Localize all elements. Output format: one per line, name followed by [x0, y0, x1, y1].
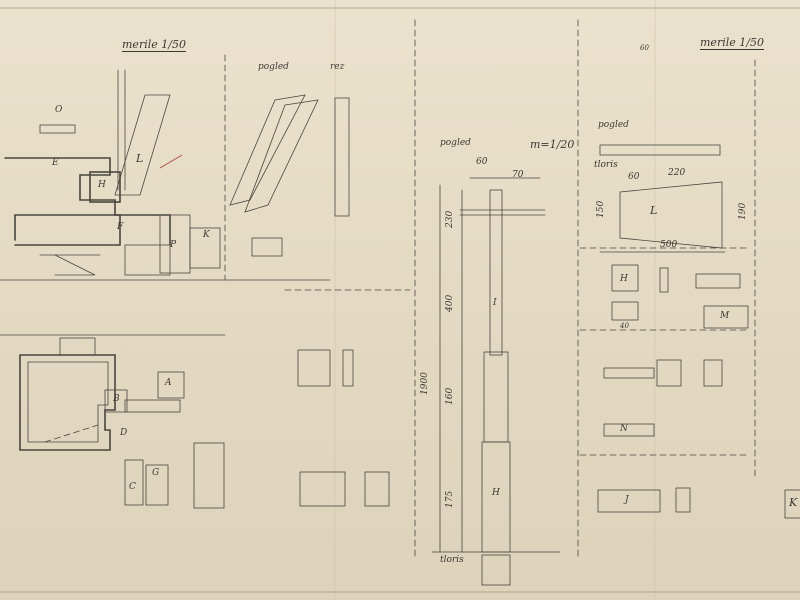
plan-a	[157, 371, 185, 399]
middle-column-drawing	[431, 177, 561, 586]
tloris-box	[251, 237, 283, 257]
box-c	[124, 244, 171, 276]
column-shaft	[489, 189, 503, 356]
red-mark	[159, 154, 183, 169]
column-footing	[481, 554, 511, 586]
plan-h	[124, 399, 181, 413]
right-label-tloris: tloris	[594, 160, 618, 170]
part-f-side	[364, 471, 390, 507]
left-label-pogled: pogled	[258, 62, 289, 72]
plan-step	[59, 337, 96, 356]
left-pogled-view	[229, 94, 350, 257]
right-letter-l: L	[650, 204, 658, 217]
middle-dim-175: 175	[445, 490, 455, 508]
middle-scale-note: m=1/20	[530, 138, 575, 151]
title-box	[784, 489, 800, 519]
middle-label-pogled: pogled	[440, 138, 471, 148]
middle-letter-i: I	[493, 298, 497, 308]
left-lower-plan	[19, 337, 225, 509]
detail-h-side	[659, 267, 669, 293]
detail-m	[703, 305, 749, 329]
detail-h	[611, 264, 639, 292]
part-letter-b: B	[113, 394, 120, 404]
right-letter-k: K	[789, 496, 798, 509]
part-letter-l: L	[136, 152, 144, 165]
right-letter-h: H	[620, 274, 628, 284]
slanted-view-1	[229, 94, 306, 206]
right-scale-note: merile 1/50	[700, 36, 764, 50]
box-b	[189, 227, 221, 269]
stair-a	[54, 254, 96, 276]
plan-diagonal	[44, 424, 99, 443]
centre-left-parts	[297, 349, 390, 507]
column-middle	[483, 351, 509, 443]
right-dim-60b: 60	[640, 44, 649, 52]
middle-dim-160: 160	[445, 387, 455, 405]
assembly-base	[14, 214, 121, 246]
middle-label-tloris: tloris	[440, 555, 464, 565]
right-dim-150: 150	[596, 200, 606, 218]
part-letter-d: D	[120, 428, 128, 438]
slanted-view-2	[244, 99, 319, 213]
part-k	[297, 349, 331, 387]
middle-dim-400: 400	[445, 294, 455, 312]
part-letter-h: H	[98, 180, 106, 190]
plan-g	[145, 464, 169, 506]
right-letter-j: J	[625, 495, 629, 505]
detail-j2	[597, 489, 661, 513]
plan-c	[124, 459, 144, 506]
part-letter-f: F	[117, 222, 124, 232]
right-dim-500: 500	[660, 240, 678, 250]
detail-n	[611, 301, 639, 321]
left-label-rez: rez	[330, 62, 345, 72]
left-scale-note: merile 1/50	[122, 38, 186, 52]
plan-b	[104, 389, 128, 413]
right-letter-n: N	[620, 424, 628, 434]
right-dim-190: 190	[738, 202, 748, 220]
detail-k	[703, 359, 723, 387]
plan-inner	[27, 361, 109, 443]
part-letter-k: K	[203, 230, 210, 240]
part-letter-c: C	[129, 482, 136, 492]
left-assembly-drawing	[4, 69, 221, 276]
right-letter-m: M	[720, 311, 730, 321]
detail-m-top	[695, 273, 741, 289]
right-dim-60: 60	[628, 172, 640, 182]
middle-dim-1900: 1900	[420, 372, 430, 395]
part-letter-o: O	[55, 105, 63, 115]
part-k-side	[342, 349, 354, 387]
right-dim-40: 40	[620, 322, 629, 330]
rez-bar	[334, 97, 350, 217]
right-dim-220: 220	[668, 168, 686, 178]
plan-n	[193, 442, 225, 509]
right-details-drawing	[597, 144, 800, 519]
part-letter-g: G	[152, 468, 160, 478]
part-letter-p: P	[170, 240, 177, 250]
detail-n2	[603, 423, 655, 437]
right-label-pogled: pogled	[598, 120, 629, 130]
beam-top	[599, 144, 721, 156]
trapezoid-l	[619, 181, 723, 249]
plan-outline	[19, 354, 116, 451]
middle-dim-60: 60	[476, 157, 488, 167]
detail-j	[603, 367, 655, 379]
arm-a	[39, 124, 76, 134]
part-f	[299, 471, 346, 507]
middle-letter-h: H	[492, 488, 500, 498]
middle-dim-70: 70	[512, 170, 524, 180]
detail-j-side	[656, 359, 682, 387]
detail-j2-side	[675, 487, 691, 513]
part-letter-a: A	[165, 378, 172, 388]
part-letter-e: E	[52, 158, 59, 168]
middle-dim-230: 230	[445, 210, 455, 228]
slanted-panel-l	[114, 94, 171, 196]
box-h	[89, 171, 121, 203]
assembly-outline-1	[4, 157, 171, 246]
